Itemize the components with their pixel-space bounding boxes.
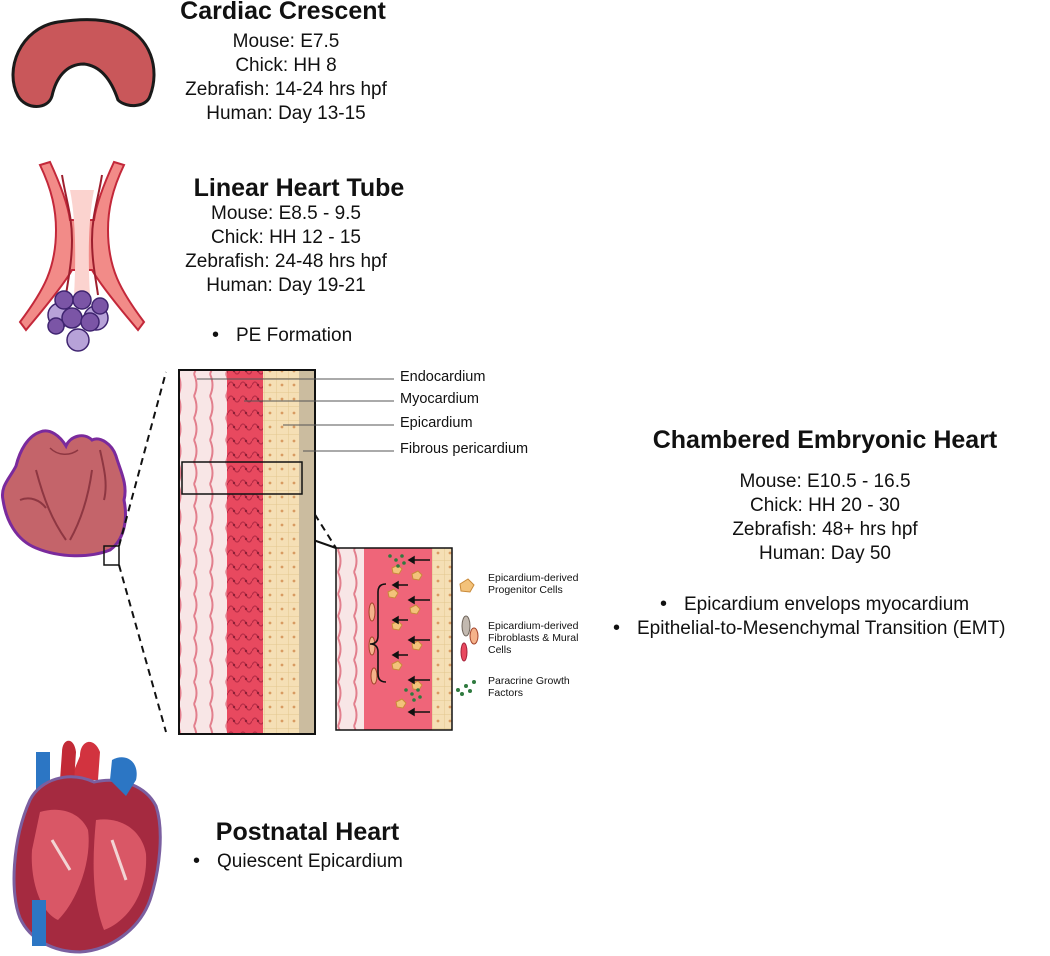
chambered-heart-title: Chambered Embryonic Heart [652,426,998,454]
cardiac-crescent-icon [11,18,156,108]
label-endocardium: Endocardium [400,369,486,385]
legend-progenitor-icon [459,578,475,593]
linear-heart-tube-chick: Chick: HH 12 - 15 [211,227,361,248]
cardiac-crescent-zebrafish: Zebrafish: 14-24 hrs hpf [185,79,387,100]
cardiac-crescent-mouse: Mouse: E7.5 [232,31,340,52]
growth-factor-dots-icon [456,680,476,696]
tissue-section-magnified [335,547,453,731]
postnatal-heart-title: Postnatal Heart [215,818,400,846]
legend-progenitor-line-2: Progenitor Cells [488,584,563,596]
legend-progenitor-label: Epicardium-derived Progenitor Cells [488,572,578,596]
postnatal-heart-icon [12,740,162,954]
legend-fibroblast-icon [460,615,479,662]
legend-fibroblast-label: Epicardium-derived Fibroblasts & Mural C… [488,620,578,656]
label-fibrous-pericardium: Fibrous pericardium [400,441,529,457]
label-leaders [197,378,394,452]
legend-fibroblast-line-2: Fibroblasts & Mural [488,632,579,644]
cardiac-crescent-chick: Chick: HH 8 [235,55,337,76]
chambered-heart-mouse: Mouse: E10.5 - 16.5 [739,471,911,492]
quiescent-epicardium-bullet: Quiescent Epicardium [193,849,403,874]
linear-heart-tube-mouse: Mouse: E8.5 - 9.5 [211,203,361,224]
pe-formation-bullet: PE Formation [212,323,352,348]
chambered-heart-zebrafish: Zebrafish: 48+ hrs hpf [732,519,918,540]
linear-heart-tube-title: Linear Heart Tube [193,174,405,202]
label-myocardium: Myocardium [400,391,479,407]
chambered-heart-timeline: Mouse: E10.5 - 16.5 Chick: HH 20 - 30 Ze… [700,470,950,566]
cardiac-crescent-human: Human: Day 13-15 [206,103,366,124]
emt-bullet: Epithelial-to-Mesenchymal Transition (EM… [613,616,1006,641]
envelops-bullet: Epicardium envelops myocardium [660,592,969,617]
linear-heart-tube-timeline: Mouse: E8.5 - 9.5 Chick: HH 12 - 15 Zebr… [166,202,406,298]
legend-fibroblast-line-3: Cells [488,644,512,656]
legend-progenitor-line-1: Epicardium-derived [488,572,579,584]
legend-growth-factors-line-2: Factors [488,687,524,699]
chambered-heart-human: Human: Day 50 [758,543,891,564]
linear-heart-tube-human: Human: Day 19-21 [206,275,366,296]
legend-fibroblast-line-1: Epicardium-derived [488,620,579,632]
legend-growth-factors-line-1: Paracrine Growth [488,675,570,687]
linear-heart-tube-zebrafish: Zebrafish: 24-48 hrs hpf [185,251,387,272]
cardiac-crescent-title: Cardiac Crescent [180,0,386,25]
tissue-section-large [178,369,316,735]
linear-heart-tube-icon [18,160,146,352]
label-epicardium: Epicardium [400,415,473,431]
embryonic-heart-icon [0,429,127,566]
chambered-heart-chick: Chick: HH 20 - 30 [750,495,900,516]
cardiac-crescent-timeline: Mouse: E7.5 Chick: HH 8 Zebrafish: 14-24… [166,30,406,126]
legend-growth-factors-label: Paracrine Growth Factors [488,675,570,699]
